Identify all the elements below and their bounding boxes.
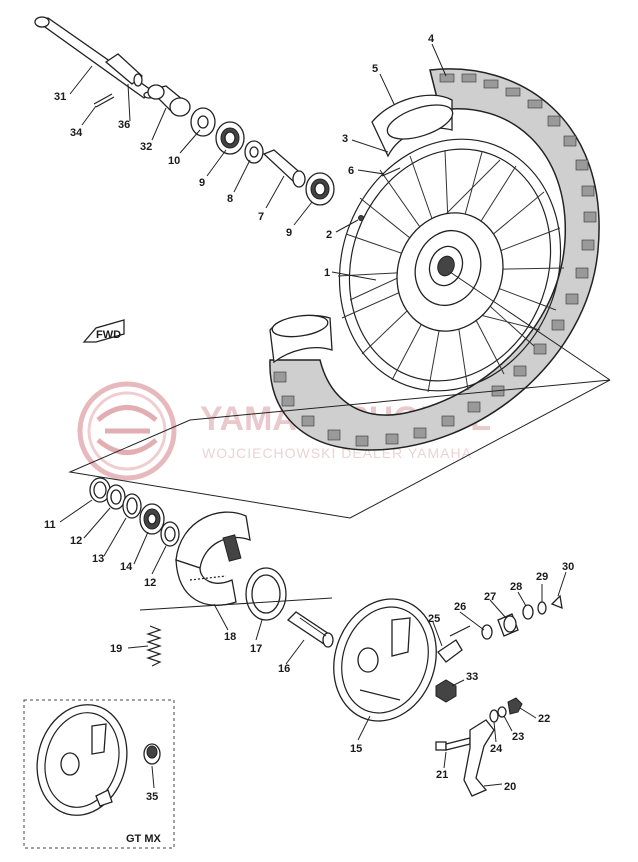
part-nut-22: [507, 697, 523, 715]
part-spring-19: [146, 625, 162, 667]
tyre-tread: [273, 73, 597, 447]
callout-9b: 9: [286, 227, 292, 239]
callout-7: 7: [258, 211, 264, 223]
callout-18: 18: [224, 631, 236, 643]
callout-26: 26: [454, 601, 466, 613]
part-lever-20: [463, 719, 495, 797]
rim: [338, 138, 562, 392]
watermark-subtitle: WOJCIECHOWSKI DEALER YAMAHA: [202, 445, 472, 461]
callout-labels: 4 5 3 6 2 1 31 34 36 32 10 9 8 7 9 11 12…: [44, 33, 574, 803]
callout-33: 33: [466, 671, 478, 683]
callout-lines-axle: [69, 65, 313, 226]
callout-25: 25: [428, 613, 440, 625]
part-camshaft-16: [286, 611, 334, 648]
tyre: [269, 68, 600, 451]
callout-22: 22: [538, 713, 550, 725]
part-seal-17: [245, 567, 287, 621]
part-brake-panel-15: [333, 598, 437, 722]
inset-label: GT MX: [126, 833, 161, 845]
part-pin-30: [550, 594, 563, 610]
part-bearing-9a: [215, 121, 245, 155]
part-spacer-32: [147, 84, 191, 117]
callout-13: 13: [92, 553, 104, 565]
callout-20: 20: [504, 781, 516, 793]
callout-23: 23: [512, 731, 524, 743]
part-spacer-tube-7: [262, 149, 306, 188]
callout-24: 24: [490, 743, 503, 755]
callout-16: 16: [278, 663, 290, 675]
perspective-guide: [68, 271, 611, 519]
callout-28: 28: [510, 581, 522, 593]
callout-29: 29: [536, 571, 548, 583]
fwd-label: FWD: [96, 329, 121, 341]
part-washer-24: [489, 709, 499, 723]
callout-34: 34: [70, 127, 83, 139]
part-cap-35: [143, 743, 161, 765]
callout-14: 14: [120, 561, 133, 573]
part-washer-23: [497, 706, 507, 718]
callout-19: 19: [110, 643, 122, 655]
callout-30: 30: [562, 561, 574, 573]
callout-32: 32: [140, 141, 152, 153]
part-indicator-27: [497, 613, 519, 637]
rim-band: [381, 167, 401, 177]
part-washer-26: [481, 624, 493, 640]
callout-4: 4: [428, 33, 435, 45]
wheel-assembly: [269, 68, 600, 451]
callout-27: 27: [484, 591, 496, 603]
part-washer-8: [244, 140, 264, 164]
part-cotter-pin: [93, 93, 115, 108]
part-bolt-21: [435, 737, 471, 751]
callout-12b: 12: [144, 577, 156, 589]
callout-17: 17: [250, 643, 262, 655]
callout-15: 15: [350, 743, 362, 755]
callout-8: 8: [227, 193, 233, 205]
part-washer-28: [522, 604, 534, 620]
assembly-guide: [139, 597, 333, 611]
watermark-logo: [77, 381, 177, 481]
part-washer-12b: [160, 521, 180, 547]
part-collar-36: [104, 53, 143, 87]
callout-21: 21: [436, 769, 448, 781]
callout-3: 3: [342, 133, 348, 145]
part-washer-12a: [106, 484, 126, 510]
part-bearing-14: [139, 503, 165, 535]
callout-36: 36: [118, 119, 130, 131]
callout-6: 6: [348, 165, 354, 177]
callout-1: 1: [324, 267, 330, 279]
part-cam-25: [437, 625, 471, 663]
part-ring-13: [122, 493, 142, 519]
part-nut-33: [435, 679, 457, 703]
part-bearing-9b: [305, 172, 335, 206]
callout-lines-wheel: [331, 43, 447, 281]
callout-9a: 9: [199, 177, 205, 189]
callout-lines-brake: [59, 499, 567, 787]
callout-12a: 12: [70, 535, 82, 547]
part-oil-seal-10: [190, 107, 216, 137]
inset-gt-mx: GT MX: [23, 699, 175, 849]
part-clip-29: [537, 601, 547, 615]
callout-11: 11: [44, 519, 56, 531]
part-brake-shoes: [175, 511, 251, 606]
spoke-nipple: [358, 215, 364, 221]
fwd-arrow: FWD: [82, 319, 125, 343]
callout-35: 35: [146, 791, 158, 803]
callout-5: 5: [372, 63, 378, 75]
callout-31: 31: [54, 91, 66, 103]
callout-10: 10: [168, 155, 180, 167]
callout-2: 2: [326, 229, 332, 241]
